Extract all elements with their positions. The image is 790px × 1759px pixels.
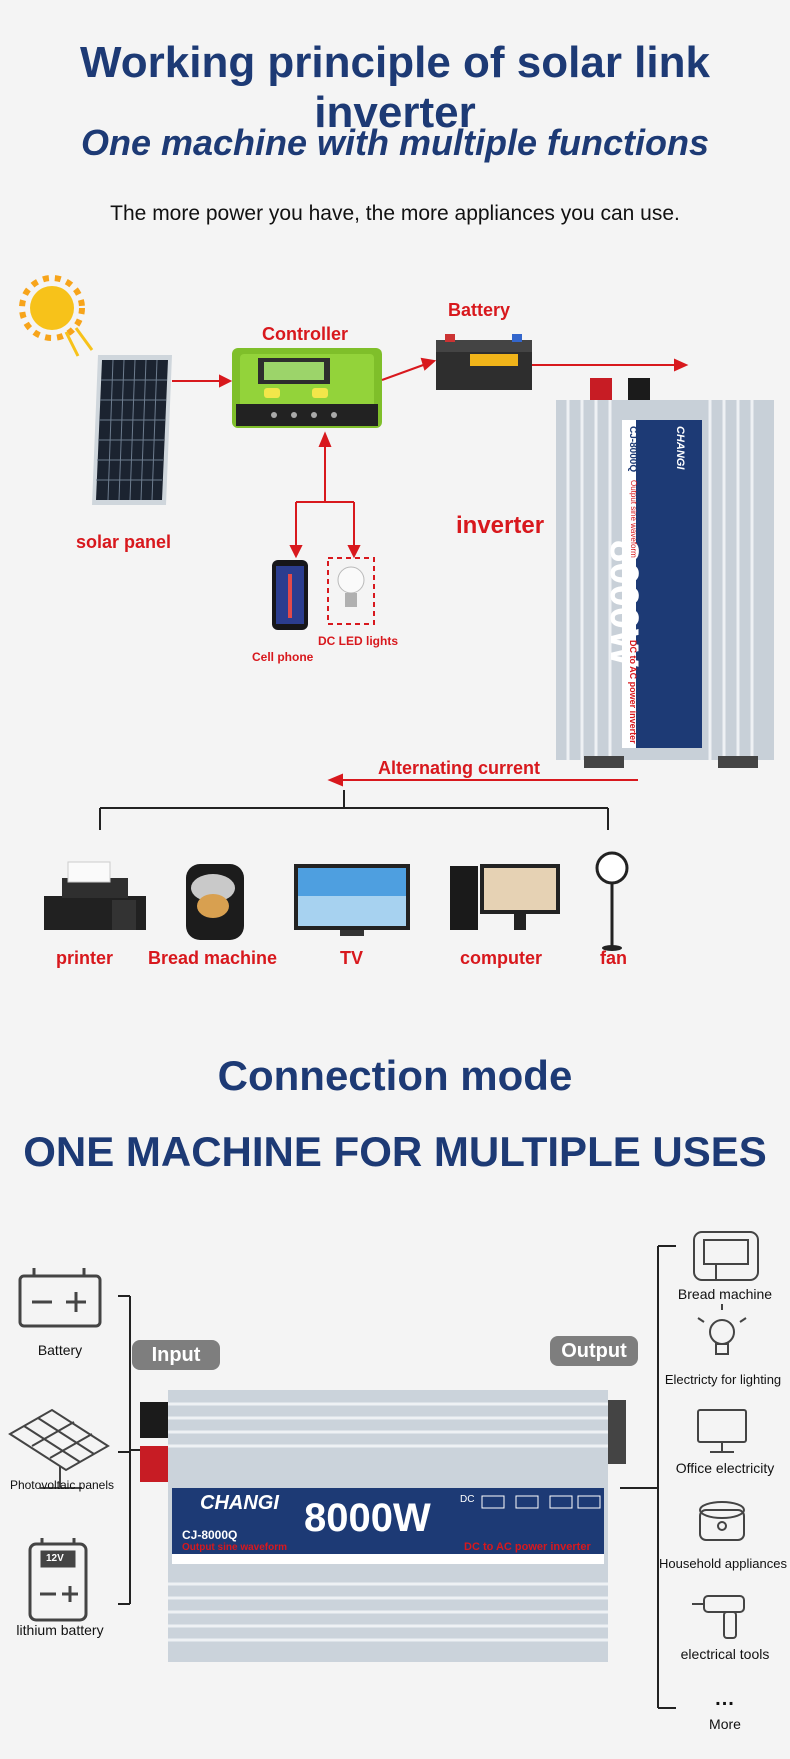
inverter-label: inverter (456, 512, 545, 539)
distribution-bus (99, 790, 609, 830)
output-label-more: More (709, 1716, 741, 1732)
more-dots: ... (715, 1688, 735, 1710)
sun-icon (19, 275, 94, 357)
alternating-current-label: Alternating current (378, 758, 541, 778)
output-label-household: Household appliances (659, 1556, 787, 1571)
inverter-waveform: Output sine waveform (182, 1542, 288, 1553)
appliance-label-printer: printer (56, 948, 114, 968)
inverter-port-label: DC (460, 1494, 475, 1505)
printer-icon (44, 861, 146, 930)
cell-phone-label: Cell phone (252, 650, 314, 664)
output-label-tools: electrical tools (680, 1646, 770, 1662)
cell-phone-icon (272, 560, 308, 630)
battery-icon (436, 334, 532, 390)
inverter-desc: DC to AC power inverter (464, 1541, 591, 1553)
output-label-lighting: Electricty for lighting (664, 1372, 782, 1387)
input-pill: Input (132, 1340, 220, 1370)
output-label-bread-machine: Bread machine (677, 1286, 773, 1302)
page-subtitle: One machine with multiple functions (80, 122, 710, 163)
section-title: Connection mode (217, 1052, 573, 1099)
fan-icon (595, 851, 629, 951)
solar-panel-label: solar panel (76, 532, 172, 552)
monitor-outline-icon (697, 1409, 747, 1453)
input-label-lithium-battery: lithium battery (16, 1622, 104, 1638)
bread-machine-outline-icon (693, 1231, 759, 1281)
output-pill: Output (550, 1336, 638, 1366)
inverter-vertical-icon (556, 378, 774, 768)
solar-panel-icon (92, 355, 172, 505)
inverter-power: 8000W (304, 1496, 431, 1540)
inverter-power-vertical: 8000W (602, 540, 646, 667)
inverter-brand: CHANGI (200, 1492, 279, 1514)
rice-cooker-outline-icon (699, 1501, 745, 1541)
battery-outline-icon (18, 1268, 102, 1328)
inverter-horizontal-icon (140, 1390, 626, 1662)
inverter-model: CJ-8000Q (182, 1528, 238, 1542)
led-bulb-icon (327, 557, 375, 625)
battery-label: Battery (448, 300, 511, 320)
appliance-label-bread-machine: Bread machine (148, 948, 278, 968)
flow-arrows (172, 357, 689, 787)
battery-voltage: 12V (46, 1553, 64, 1564)
section-subtitle: ONE MACHINE FOR MULTIPLE USES (23, 1128, 767, 1175)
output-label-office: Office electricity (675, 1460, 775, 1476)
tv-icon (294, 864, 410, 936)
page-title: Working principle of solar link inverter (80, 38, 710, 137)
input-label-battery: Battery (37, 1342, 83, 1358)
dc-led-lights-label: DC LED lights (318, 634, 398, 648)
appliance-label-fan: fan (600, 948, 627, 968)
input-label-photovoltaic: Photovoltaic panels (9, 1478, 115, 1492)
appliance-label-computer: computer (460, 948, 543, 968)
light-bulb-outline-icon (697, 1304, 747, 1355)
tagline: The more power you have, the more applia… (110, 202, 680, 225)
controller-label: Controller (262, 324, 349, 344)
output-bracket (620, 1245, 676, 1709)
appliance-label-tv: TV (340, 948, 364, 968)
photovoltaic-panel-icon (8, 1408, 110, 1489)
computer-icon (450, 864, 560, 930)
lithium-battery-icon (28, 1538, 88, 1622)
drill-outline-icon (692, 1595, 745, 1639)
bread-machine-icon (186, 864, 244, 940)
controller-icon (232, 348, 382, 428)
